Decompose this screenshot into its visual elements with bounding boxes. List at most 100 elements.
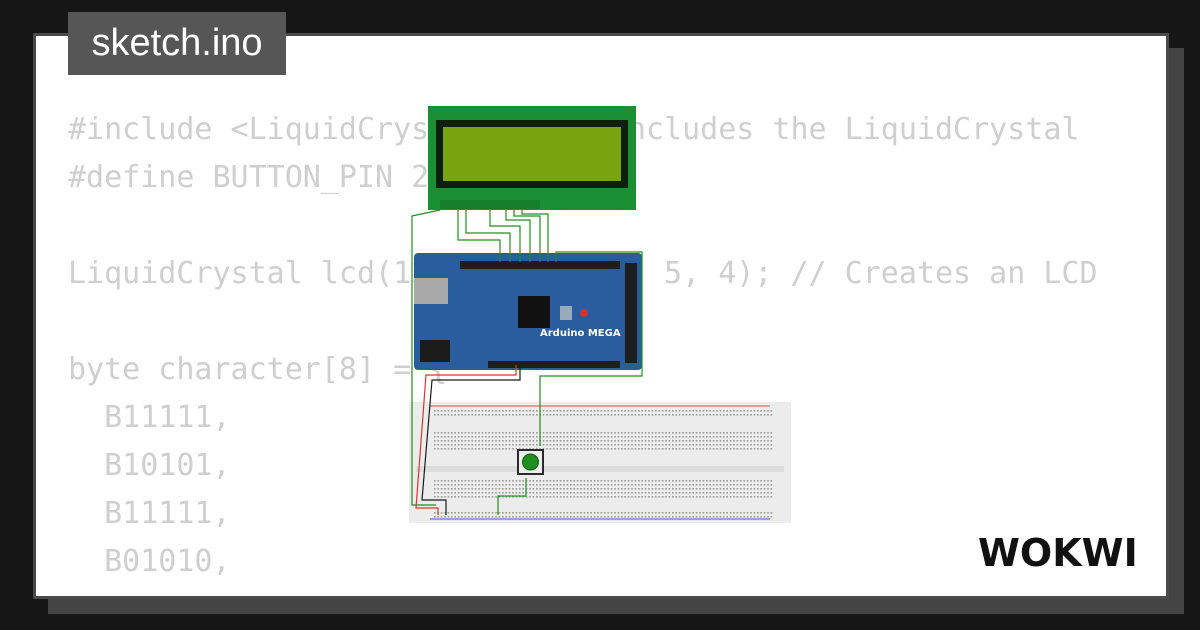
breadboard-hole bbox=[723, 480, 725, 482]
breadboard-hole bbox=[726, 516, 728, 518]
breadboard-hole bbox=[709, 488, 711, 490]
breadboard-hole bbox=[451, 516, 453, 518]
breadboard-hole bbox=[604, 484, 606, 486]
breadboard-hole bbox=[597, 480, 599, 482]
breadboard-hole bbox=[682, 432, 684, 434]
breadboard-hole bbox=[638, 436, 640, 438]
wires bbox=[411, 209, 643, 515]
breadboard-hole bbox=[604, 512, 606, 514]
breadboard-hole bbox=[716, 448, 718, 450]
breadboard-hole bbox=[580, 440, 582, 442]
breadboard-hole bbox=[658, 414, 660, 416]
breadboard-hole bbox=[692, 480, 694, 482]
breadboard-hole bbox=[685, 436, 688, 438]
breadboard-hole bbox=[604, 410, 606, 412]
breadboard-hole bbox=[729, 488, 732, 490]
breadboard-hole bbox=[597, 440, 599, 442]
breadboard-hole bbox=[522, 480, 524, 482]
breadboard-hole bbox=[539, 488, 541, 490]
breadboard-hole bbox=[689, 410, 691, 412]
breadboard-hole bbox=[471, 492, 473, 494]
breadboard-hole bbox=[634, 436, 637, 438]
breadboard-hole bbox=[549, 440, 552, 442]
breadboard-hole bbox=[757, 436, 759, 438]
breadboard-hole bbox=[590, 448, 592, 450]
breadboard-hole bbox=[607, 512, 609, 514]
breadboard-hole bbox=[668, 480, 671, 482]
breadboard-hole bbox=[556, 516, 558, 518]
breadboard-hole bbox=[600, 436, 603, 438]
breadboard-hole bbox=[614, 480, 616, 482]
breadboard-hole bbox=[519, 414, 521, 416]
breadboard-hole bbox=[770, 484, 773, 486]
breadboard-hole bbox=[471, 432, 473, 434]
breadboard-hole bbox=[689, 444, 691, 446]
breadboard-hole bbox=[631, 440, 633, 442]
breadboard-hole bbox=[576, 480, 579, 482]
breadboard-hole bbox=[655, 488, 657, 490]
breadboard-hole bbox=[634, 516, 637, 518]
breadboard-hole bbox=[536, 496, 538, 498]
breadboard-hole bbox=[600, 512, 603, 514]
breadboard-hole bbox=[624, 516, 626, 518]
breadboard-hole bbox=[583, 488, 586, 490]
breadboard-hole bbox=[471, 516, 473, 518]
breadboard-hole bbox=[570, 488, 572, 490]
breadboard-hole bbox=[515, 496, 518, 498]
breadboard-hole bbox=[631, 436, 633, 438]
breadboard-hole bbox=[546, 480, 548, 482]
breadboard-hole bbox=[617, 488, 620, 490]
breadboard-hole bbox=[491, 444, 494, 446]
breadboard-hole bbox=[566, 440, 569, 442]
breadboard-hole bbox=[685, 448, 688, 450]
breadboard-hole bbox=[587, 488, 589, 490]
breadboard-hole bbox=[583, 436, 586, 438]
breadboard-hole bbox=[743, 484, 745, 486]
breadboard-hole bbox=[525, 496, 528, 498]
breadboard-hole bbox=[716, 488, 718, 490]
breadboard-hole bbox=[621, 444, 623, 446]
breadboard-hole bbox=[553, 516, 555, 518]
breadboard-hole bbox=[447, 440, 450, 442]
breadboard-hole bbox=[729, 484, 732, 486]
breadboard-hole bbox=[468, 484, 470, 486]
breadboard-hole bbox=[563, 480, 565, 482]
breadboard-hole bbox=[549, 410, 552, 412]
breadboard-hole bbox=[508, 448, 511, 450]
breadboard-hole bbox=[549, 496, 552, 498]
breadboard-hole bbox=[590, 440, 592, 442]
breadboard-hole bbox=[593, 448, 596, 450]
breadboard-hole bbox=[658, 436, 660, 438]
breadboard-hole bbox=[689, 436, 691, 438]
breadboard-hole bbox=[746, 436, 749, 438]
breadboard-hole bbox=[627, 448, 630, 450]
breadboard-hole bbox=[570, 444, 572, 446]
breadboard-hole bbox=[434, 436, 436, 438]
breadboard-hole bbox=[682, 414, 684, 416]
breadboard-hole bbox=[457, 480, 460, 482]
breadboard-hole bbox=[556, 448, 558, 450]
breadboard-hole bbox=[648, 432, 650, 434]
breadboard-hole bbox=[478, 512, 480, 514]
breadboard-hole bbox=[641, 512, 643, 514]
breadboard-hole bbox=[614, 410, 616, 412]
breadboard-hole bbox=[447, 410, 450, 412]
breadboard-hole bbox=[757, 410, 759, 412]
breadboard-hole bbox=[627, 484, 630, 486]
breadboard-hole bbox=[644, 410, 647, 412]
breadboard-hole bbox=[474, 432, 477, 434]
breadboard-hole bbox=[468, 414, 470, 416]
breadboard-hole bbox=[502, 496, 504, 498]
breadboard-hole bbox=[519, 516, 521, 518]
breadboard-hole bbox=[495, 480, 497, 482]
breadboard-hole bbox=[706, 484, 708, 486]
breadboard-hole bbox=[692, 410, 694, 412]
breadboard-hole bbox=[444, 512, 446, 514]
breadboard-hole bbox=[576, 516, 579, 518]
breadboard-hole bbox=[733, 448, 735, 450]
breadboard-hole bbox=[481, 436, 484, 438]
breadboard-hole bbox=[597, 448, 599, 450]
breadboard-hole bbox=[692, 444, 694, 446]
breadboard-hole bbox=[661, 444, 664, 446]
breadboard-hole bbox=[583, 492, 586, 494]
